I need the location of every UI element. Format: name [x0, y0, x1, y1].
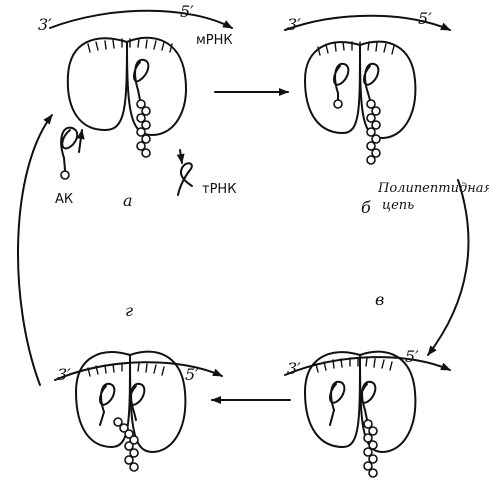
- stage-b-trna-p-site: [334, 64, 348, 108]
- stage-a-incoming-trna: [61, 128, 82, 179]
- stage-v-ribosome: [285, 352, 450, 477]
- mrna-label: мРНК: [196, 33, 233, 48]
- stage-v-trna-left: [330, 382, 344, 425]
- amino-acid-label: АК: [55, 192, 73, 207]
- stage-v-label: в: [375, 290, 384, 309]
- stage-a-peptide-chain: [137, 100, 150, 157]
- stage-a-mrna-strand: [50, 11, 232, 28]
- stage-v-trna-right: [361, 382, 375, 420]
- arrow-g-to-a: [18, 115, 52, 385]
- stage-v-mrna-strand: [285, 357, 450, 375]
- stage-g-trna-left: [100, 384, 114, 425]
- stage-b-ribosome: [285, 16, 450, 164]
- stage-g-peptide-chain: [114, 418, 138, 471]
- stage-b-peptide-chain: [367, 100, 380, 164]
- stage-a-bound-trna: [134, 60, 148, 100]
- stage-g-5prime-label: 5′: [185, 365, 199, 384]
- polypeptide-label-line1: Полипептидная: [377, 181, 489, 196]
- stage-b-5prime-label: 5′: [418, 9, 432, 28]
- stage-a-released-trna: [178, 150, 192, 195]
- stage-b-trna-a-site: [364, 64, 378, 100]
- trna-label: тРНК: [202, 182, 236, 197]
- stage-v-3prime-label: 3′: [287, 359, 301, 378]
- stage-g-label: г: [125, 301, 133, 320]
- arrow-b-to-v: [428, 180, 468, 355]
- stage-v-peptide-chain: [364, 420, 377, 477]
- stage-a-label: а: [123, 191, 133, 210]
- stage-a-3prime-label: 3′: [38, 15, 52, 34]
- stage-b-3prime-label: 3′: [287, 15, 301, 34]
- stage-b-label: б: [361, 198, 371, 217]
- stage-a-5prime-label: 5′: [180, 2, 194, 21]
- polypeptide-label-line2: цепь: [382, 198, 414, 213]
- stage-g-3prime-label: 3′: [57, 365, 71, 384]
- stage-v-5prime-label: 5′: [405, 347, 419, 366]
